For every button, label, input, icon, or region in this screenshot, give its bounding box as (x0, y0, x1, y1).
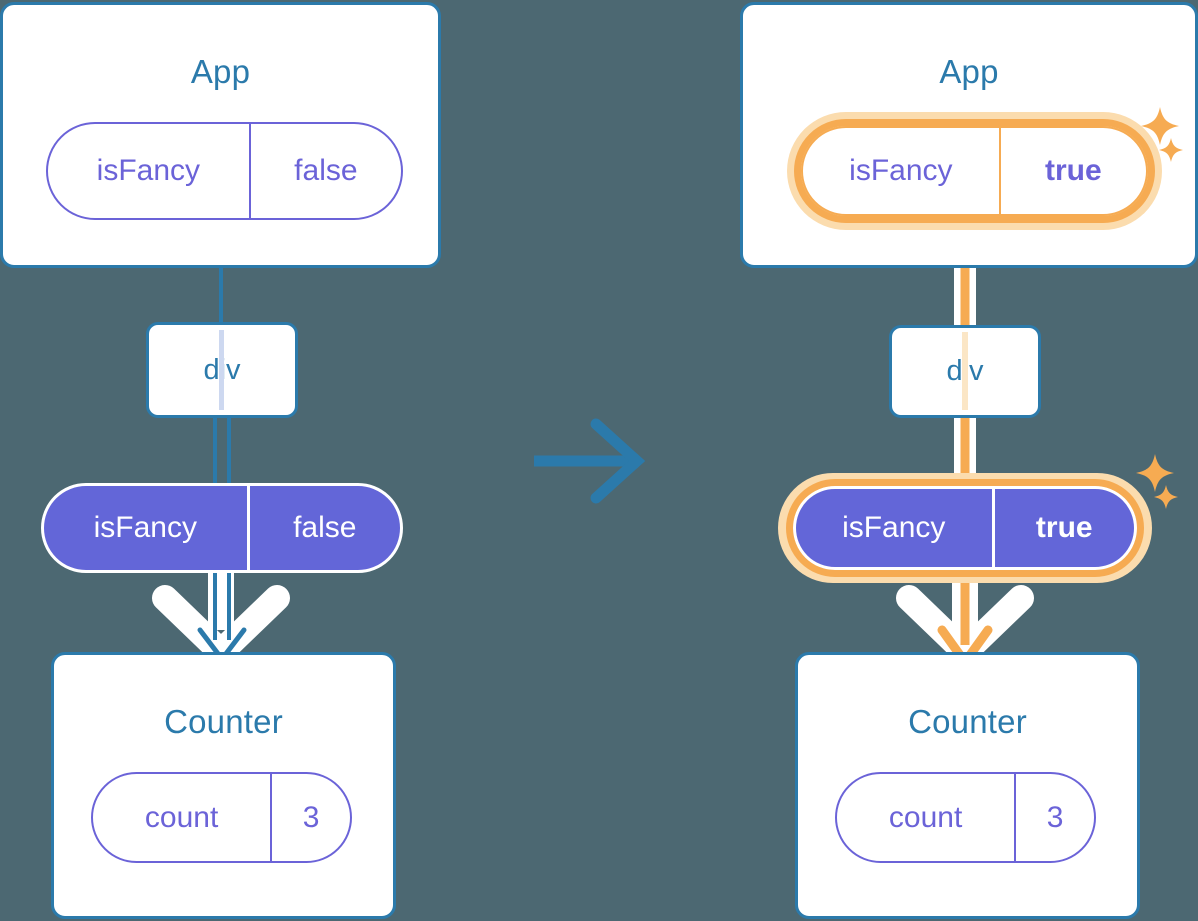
left-through-line (219, 330, 224, 410)
prop-value: false (248, 124, 401, 218)
prop-pill-after: isFancy true (793, 486, 1137, 570)
state-name: count (144, 800, 219, 834)
state-name: count (888, 800, 963, 834)
counter-state-pill-before: count 3 (91, 772, 352, 863)
left-connector-div-to-pill (213, 418, 231, 486)
prop-value: true (991, 489, 1135, 567)
right-through-line (962, 332, 968, 410)
left-white-arrow (152, 569, 290, 665)
sparkle-small-icon (1159, 138, 1183, 162)
app-card-title: App (190, 53, 251, 90)
prop-pill-before: isFancy false (41, 483, 403, 573)
prop-name: isFancy (842, 511, 946, 544)
state-value: 3 (270, 774, 350, 861)
transition-arrow-icon (534, 418, 646, 504)
prop-name: isFancy (849, 154, 953, 187)
prop-value: true (998, 128, 1146, 214)
app-card-before: App isFancy false (0, 2, 441, 268)
app-card-title: App (939, 53, 999, 90)
counter-card-before: Counter count 3 (51, 652, 396, 919)
prop-value: false (246, 486, 400, 570)
counter-state-pill-after: count 3 (835, 772, 1096, 863)
prop-name: isFancy (93, 511, 197, 544)
app-card-after: App isFancy true (740, 2, 1198, 268)
app-prop-pill-before: isFancy false (46, 122, 403, 220)
counter-card-title: Counter (164, 703, 283, 740)
counter-card-after: Counter count 3 (795, 652, 1140, 919)
sparkle-large-icon (1141, 107, 1179, 145)
app-prop-pill-after: isFancy true (801, 126, 1148, 216)
prop-name: isFancy (96, 154, 201, 187)
counter-card-title: Counter (908, 703, 1027, 740)
state-value: 3 (1014, 774, 1094, 861)
